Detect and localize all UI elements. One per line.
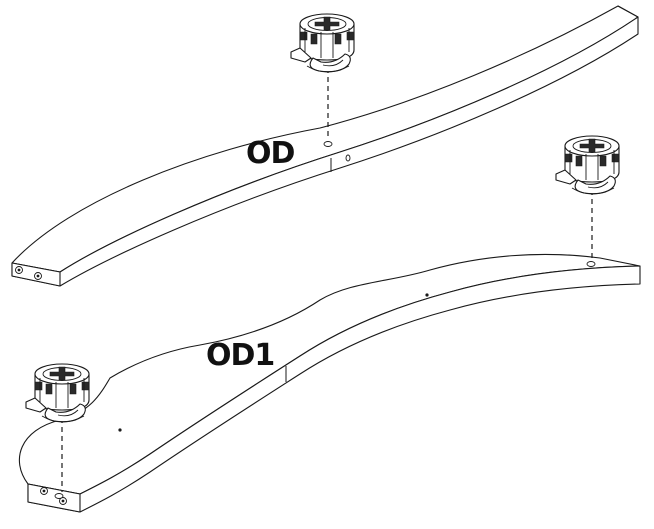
cam-lock-icon [555,135,620,195]
board-od1 [19,253,641,513]
cam-hole-icon [323,141,333,147]
part-label-od1: OD1 [206,338,274,373]
cam-hole-icon [586,261,596,267]
pin-hole-icon [118,428,122,432]
part-label-od: OD [246,136,295,171]
cam-lock-icon [290,13,355,73]
pin-hole-icon [425,293,429,297]
board-od [11,5,639,287]
cam-hole-icon [54,493,64,499]
dowel-hole-icon [345,154,351,162]
cam-lock-icon [25,363,90,423]
